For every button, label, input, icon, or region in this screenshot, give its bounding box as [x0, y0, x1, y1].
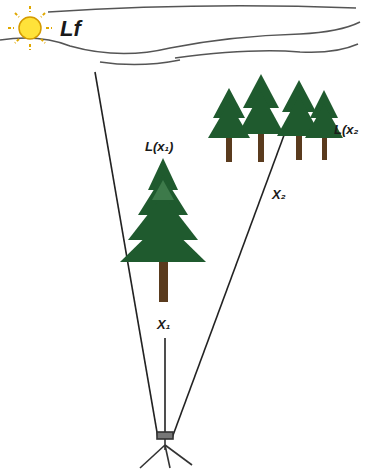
radiance-label: Lf — [60, 18, 81, 40]
near-tree — [120, 158, 206, 302]
distance-label: X₂ — [272, 188, 286, 201]
sun-symbol — [8, 6, 52, 50]
far-trees — [208, 74, 343, 162]
view-lines — [95, 72, 300, 438]
sky-band — [0, 6, 360, 65]
distance-label: X₁ — [157, 318, 170, 331]
radiance-label: L(x₁) — [145, 140, 173, 153]
tripod-symbol — [140, 432, 192, 468]
radiance-label: L(x₂ — [334, 123, 358, 136]
